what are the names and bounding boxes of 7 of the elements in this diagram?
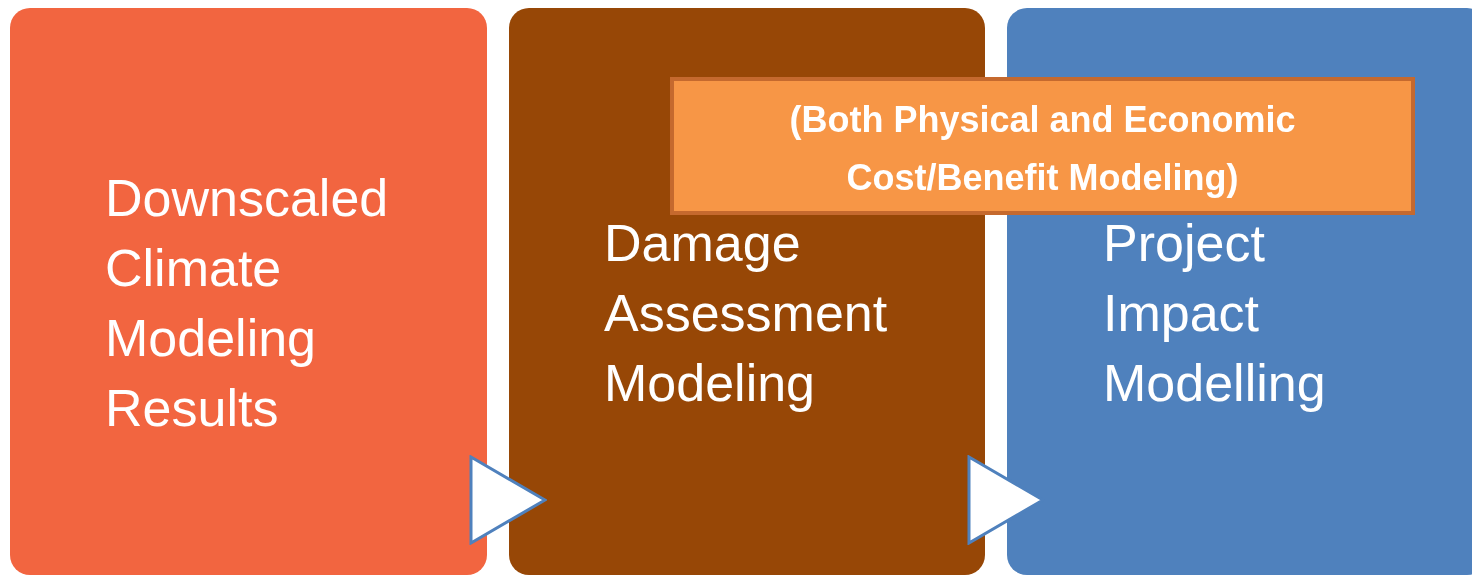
node-label: Downscaled Climate Modeling Results [105, 168, 390, 439]
node-label: (Both Physical and Economic Cost/Benefit Modeling) [788, 98, 1297, 200]
node-label: Project Impact Modelling [1103, 213, 1327, 414]
node-label: Damage Assessment Modeling [604, 213, 889, 414]
callout-tooltip [670, 77, 1415, 215]
arrow [469, 455, 547, 545]
process-box [10, 8, 487, 575]
